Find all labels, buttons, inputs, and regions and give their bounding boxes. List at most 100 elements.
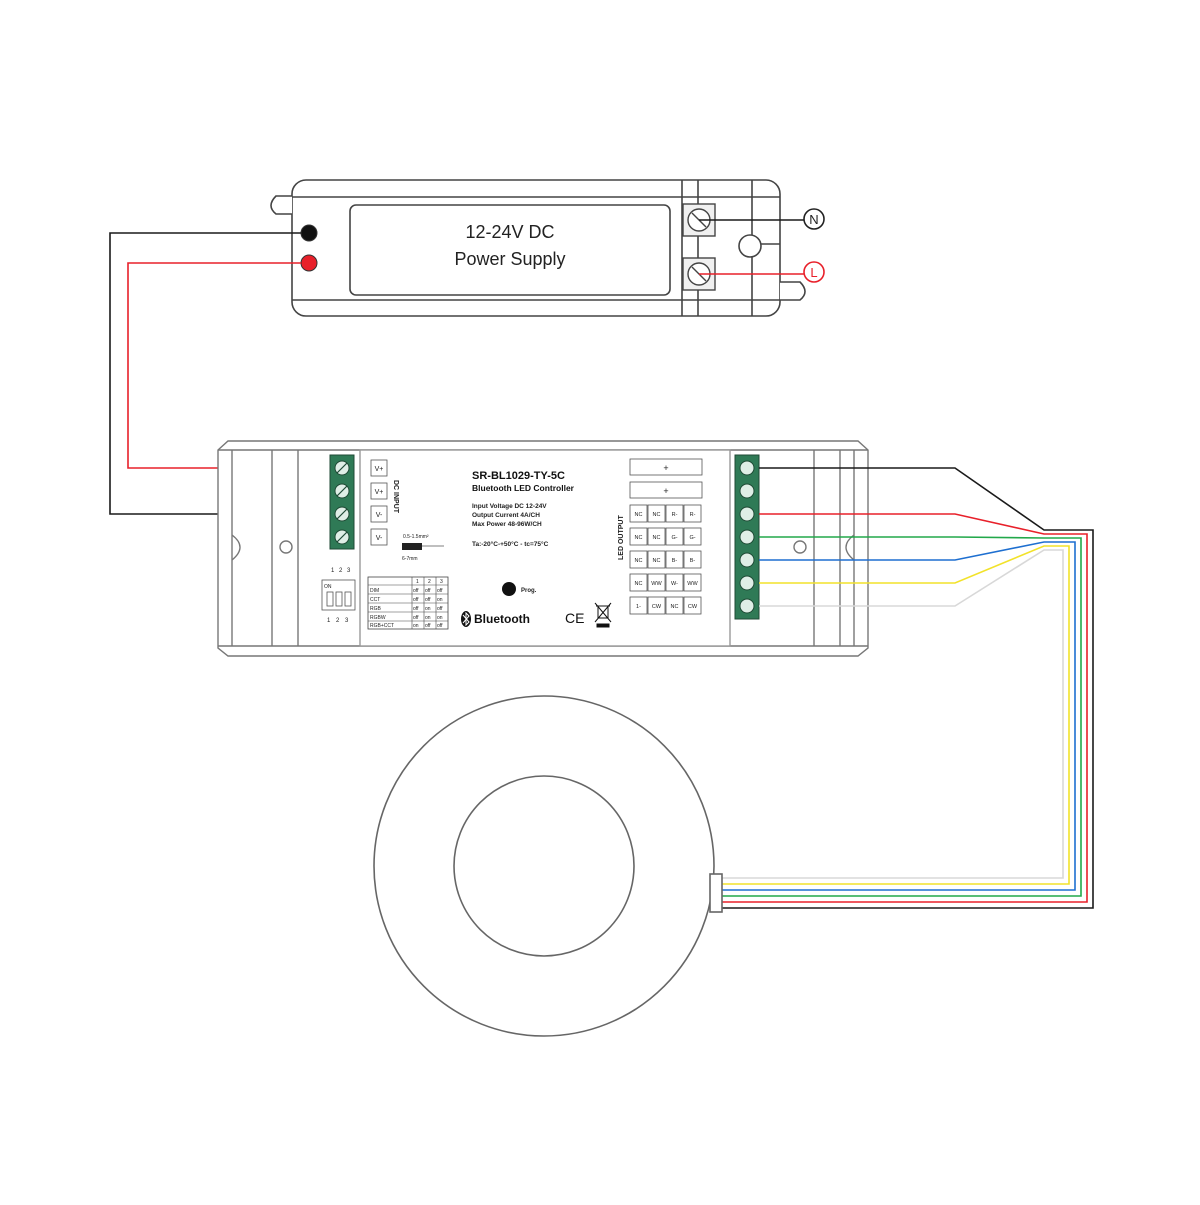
live-terminal-symbol: L [803,261,825,283]
output-pin-cell [665,573,684,592]
output-pin-cell [683,573,702,592]
svg-text:on: on [425,606,431,612]
svg-text:off: off [413,615,419,621]
output-pin-label: NC [653,558,661,564]
output-pin-cell [629,550,648,569]
svg-text:off: off [425,588,431,594]
led-output-label: LED OUTPUT [618,515,625,560]
output-pin-label: G- [689,535,695,541]
svg-text:off: off [437,606,443,612]
output-pin-cell [665,527,684,546]
output-pin-label: NC [635,535,643,541]
input-terminal-block [329,454,355,550]
spec-current: Output Current 4A/CH [472,512,540,519]
power-supply-title-line2: Power Supply [454,249,565,269]
output-pin-cell [683,527,702,546]
input-pin-labels: V+ V+ V- V- [370,459,388,546]
prog-button[interactable] [502,582,516,596]
svg-text:off: off [413,606,419,612]
output-pin-label: NC [653,535,661,541]
output-pin-cell [647,596,666,615]
output-pin-label: WW [687,581,698,587]
output-pin-label: NC [653,512,661,518]
output-pin-label: CW [688,604,698,610]
svg-text:off: off [425,597,431,603]
output-plus-boxes: + + [629,458,703,499]
svg-text:off: off [413,597,419,603]
svg-text:off: off [425,623,431,629]
dc-input-label: DC INPUT [392,480,399,514]
svg-text:L: L [810,265,817,280]
output-pin-cell [665,504,684,523]
prog-label: Prog. [521,588,537,594]
mains-wires [699,219,805,275]
controller-name: Bluetooth LED Controller [472,483,575,493]
svg-text:6-7mm: 6-7mm [402,556,418,562]
controller-model: SR-BL1029-TY-5C [472,470,565,482]
output-pin-cell [629,573,648,592]
bluetooth-label: Bluetooth [474,612,530,626]
output-terminal-block [734,454,760,620]
svg-text:on: on [437,597,443,603]
output-pin-cell [665,550,684,569]
output-pin-cell [629,527,648,546]
dc-negative-dot [300,224,318,242]
svg-text:3: 3 [347,568,351,574]
svg-text:V-: V- [376,535,383,542]
spec-temperature: Ta:-20°C-+50°C - tc=75°C [472,540,549,548]
output-pin-label: B- [672,558,678,564]
output-pin-label: B- [690,558,696,564]
svg-text:V+: V+ [375,466,384,473]
svg-text:1: 1 [416,579,419,585]
svg-text:off: off [437,623,443,629]
svg-text:2: 2 [336,618,340,624]
svg-text:1: 1 [327,618,331,624]
output-pin-label: W- [671,581,678,587]
output-pin-label: R- [690,512,696,518]
output-pin-cell [647,527,666,546]
ce-mark: CE [565,610,584,626]
output-pin-label: 1- [636,604,641,610]
output-pin-label: CW [652,604,662,610]
svg-text:on: on [425,615,431,621]
output-pin-cell [647,504,666,523]
output-pin-cell [647,573,666,592]
svg-text:N: N [809,212,818,227]
output-pin-label: WW [651,581,662,587]
wire-strip-indicator: 0.5-1.5mm² 6-7mm [402,534,444,562]
output-pin-label: NC [671,604,679,610]
output-pin-cell [629,504,648,523]
output-pin-label: NC [635,512,643,518]
svg-text:V+: V+ [375,489,384,496]
output-pin-label: NC [635,581,643,587]
svg-text:3: 3 [440,579,443,585]
svg-text:off: off [437,588,443,594]
led-output-wires [720,467,1094,909]
svg-text:RGB+CCT: RGB+CCT [370,623,394,629]
svg-text:2: 2 [339,568,343,574]
svg-text:CCT: CCT [370,597,380,603]
output-pin-cell [683,596,702,615]
svg-text:off: off [413,588,419,594]
output-pin-cell [683,550,702,569]
output-pin-cell [629,596,648,615]
svg-text:3: 3 [345,618,349,624]
svg-text:on: on [437,615,443,621]
output-pin-cell [683,504,702,523]
weee-bin-icon [594,602,612,628]
power-supply-title-line1: 12-24V DC [465,222,554,242]
dc-positive-dot [300,254,318,272]
svg-text:ON: ON [324,584,332,590]
led-downlight [373,695,723,1037]
bluetooth-icon [461,611,471,627]
power-supply [270,179,806,317]
svg-text:0.5-1.5mm²: 0.5-1.5mm² [403,534,429,540]
svg-text:+: + [663,463,668,473]
output-pin-cell [665,596,684,615]
spec-power: Max Power 48-96W/CH [472,521,542,528]
neutral-terminal-symbol: N [803,208,825,230]
svg-text:RGBW: RGBW [370,615,386,621]
svg-text:V-: V- [376,512,383,519]
